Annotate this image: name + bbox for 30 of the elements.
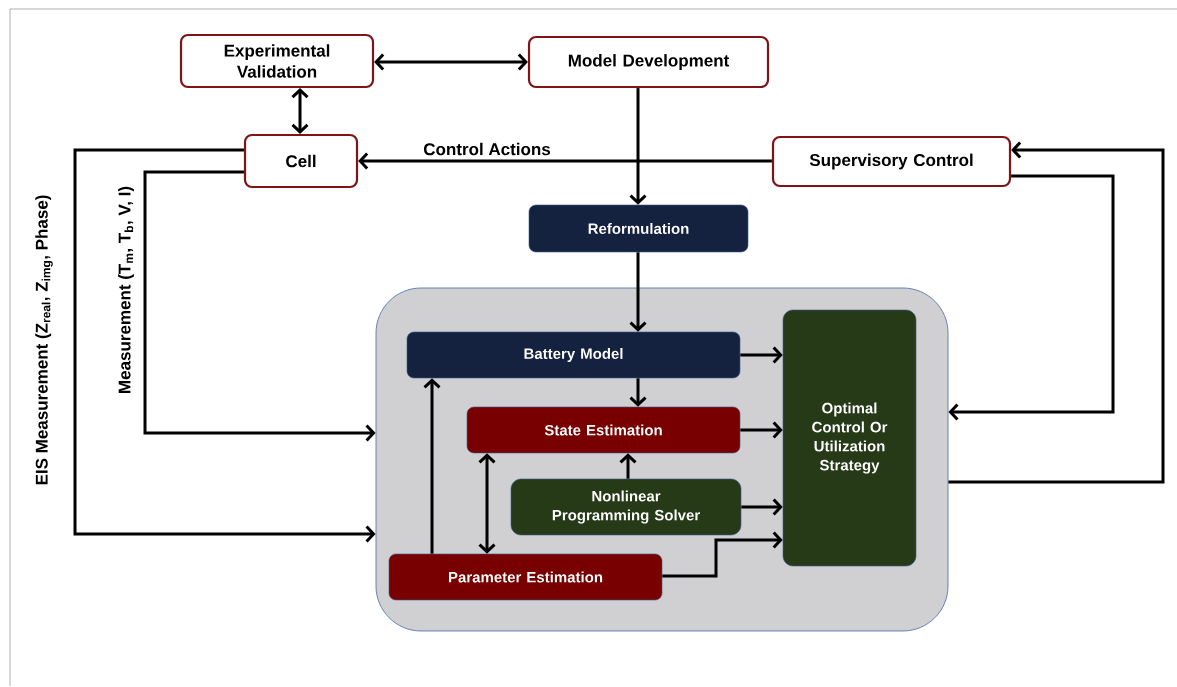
arrow [478,453,496,554]
arrow [662,531,783,578]
edge-label: Measurement (T$_{m}$, T$_{b}$, V, I) [117,184,135,396]
arrow [358,152,772,170]
arrow [629,252,647,332]
process-box: Optimal Control Or Utilization Strategy [782,309,917,567]
arrow [73,148,376,543]
process-box: Experimental Validation [179,33,375,89]
arrow [948,141,1165,484]
arrow [740,346,783,364]
arrow [740,421,783,439]
process-box: State Estimation [466,406,741,454]
process-box: Reformulation [528,204,749,253]
process-box: Supervisory Control [771,135,1012,188]
edge-label: EIS Measurement (Z$_{real}$, Z$_{img}$, Phase) [34,193,54,487]
arrow [629,88,647,205]
arrow [143,170,376,442]
arrow [629,378,647,407]
arrow [619,453,637,479]
process-box: Nonlinear Programming Solver [510,478,742,536]
process-box: Model Development [527,35,770,89]
arrow [291,88,309,134]
arrow [741,498,783,516]
arrow [948,174,1115,421]
arrow [423,378,441,554]
process-box: Cell [243,133,359,189]
process-box: Parameter Estimation [388,553,663,601]
process-box: Battery Model [406,331,741,379]
arrow [374,53,528,71]
edge-label: Control Actions [422,141,552,157]
